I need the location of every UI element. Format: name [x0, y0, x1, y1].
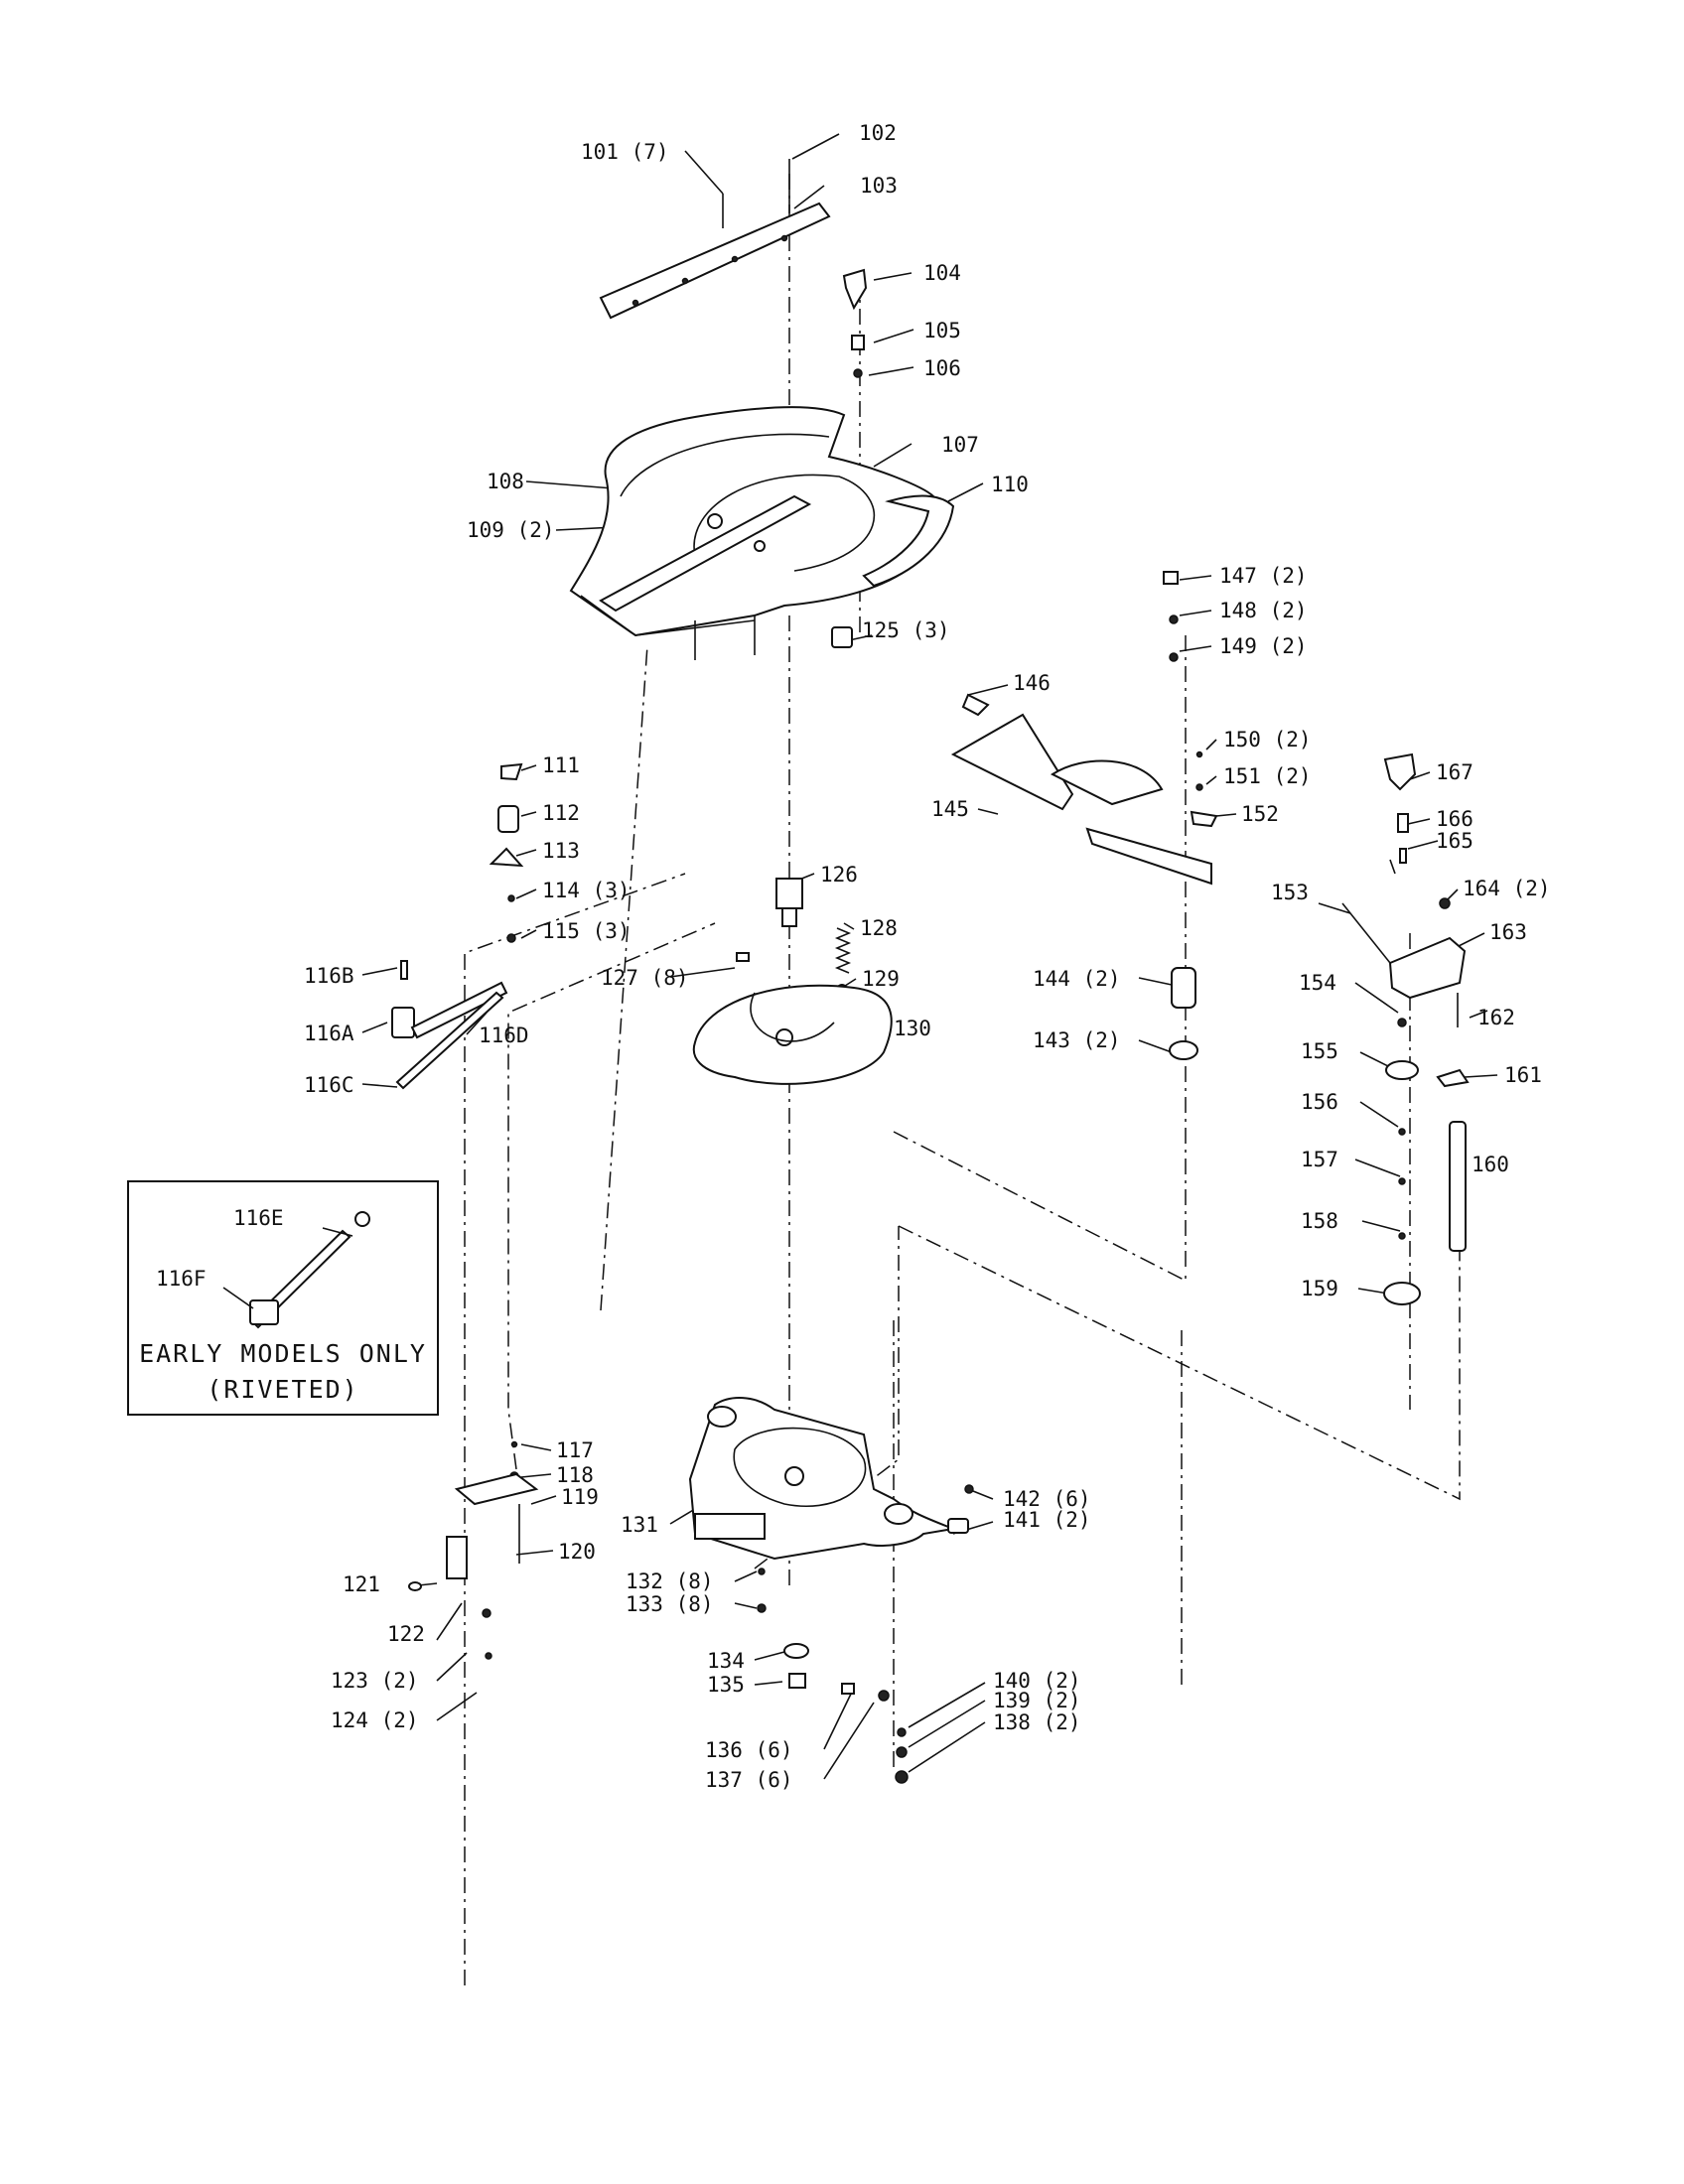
callout-107: 107 — [941, 433, 979, 457]
callout-130: 130 — [894, 1017, 931, 1040]
part-153-167-lock-assembly — [1383, 752, 1470, 1305]
callout-111: 111 — [542, 753, 580, 777]
part-145-fence — [950, 693, 1212, 886]
callout-116c: 116C — [304, 1073, 354, 1097]
inset-early-models: EARLY MODELS ONLY (RIVETED) — [127, 1180, 439, 1416]
inset-caption-line2: (RIVETED) — [207, 1375, 358, 1404]
part-125-foot — [831, 626, 853, 648]
part-110-miter-scale — [862, 494, 955, 588]
part-108-table-top — [569, 406, 938, 660]
callout-142: 142 (6) — [1003, 1487, 1091, 1511]
callout-131: 131 — [621, 1513, 658, 1537]
callout-145: 145 — [931, 797, 969, 821]
callout-121: 121 — [343, 1572, 380, 1596]
callout-104: 104 — [923, 261, 961, 285]
callout-118: 118 — [556, 1463, 594, 1487]
callout-147: 147 (2) — [1219, 564, 1308, 588]
callout-144: 144 (2) — [1033, 967, 1121, 991]
callout-149: 149 (2) — [1219, 634, 1308, 658]
callout-120: 120 — [558, 1540, 596, 1564]
callout-137: 137 (6) — [705, 1768, 793, 1792]
part-117-124-hardware — [408, 1440, 539, 1660]
part-104-106-knob-stack — [842, 268, 868, 378]
part-143-144-bushings — [1169, 967, 1198, 1060]
callout-110: 110 — [991, 473, 1029, 496]
callout-153: 153 — [1271, 881, 1309, 904]
inset-caption-line1: EARLY MODELS ONLY — [139, 1339, 427, 1368]
callout-139: 139 (2) — [993, 1689, 1081, 1712]
callout-167: 167 — [1436, 760, 1474, 784]
callout-117: 117 — [556, 1438, 594, 1462]
callout-143: 143 (2) — [1033, 1028, 1121, 1052]
callout-129: 129 — [862, 967, 900, 991]
callout-154: 154 — [1299, 971, 1336, 995]
callout-138: 138 (2) — [993, 1710, 1081, 1734]
callout-157: 157 — [1301, 1148, 1338, 1171]
callout-128: 128 — [860, 916, 898, 940]
callout-166: 166 — [1436, 807, 1474, 831]
callout-105: 105 — [923, 319, 961, 342]
callout-148: 148 (2) — [1219, 599, 1308, 622]
callout-103: 103 — [860, 174, 898, 198]
callout-115: 115 (3) — [542, 919, 631, 943]
callout-112: 112 — [542, 801, 580, 825]
callout-114: 114 (3) — [542, 879, 631, 902]
leader-lines — [361, 133, 1498, 1780]
callout-163: 163 — [1489, 920, 1527, 944]
callout-141: 141 (2) — [1003, 1508, 1091, 1532]
part-111-115-stack — [489, 762, 524, 943]
callout-123: 123 (2) — [331, 1669, 419, 1693]
part-130-detent-plate — [692, 952, 893, 1085]
callout-113: 113 — [542, 839, 580, 863]
callout-151: 151 (2) — [1223, 764, 1312, 788]
part-126-pivot — [775, 878, 803, 927]
part-103-fence-plate — [599, 159, 831, 320]
callout-158: 158 — [1301, 1209, 1338, 1233]
part-147-152-screws — [1163, 571, 1218, 828]
callout-133: 133 (8) — [626, 1592, 714, 1616]
callout-127: 127 (8) — [601, 966, 689, 990]
callout-155: 155 — [1301, 1039, 1338, 1063]
callout-106: 106 — [923, 356, 961, 380]
callout-124: 124 (2) — [331, 1708, 419, 1732]
callout-122: 122 — [387, 1622, 425, 1646]
callout-108: 108 — [487, 470, 524, 493]
callout-labels: 101 (7) 102 103 104 105 106 107 108 109 … — [156, 121, 1551, 1792]
callout-101: 101 (7) — [581, 140, 669, 164]
callout-159: 159 — [1301, 1277, 1338, 1300]
callout-109: 109 (2) — [467, 518, 555, 542]
callout-164: 164 (2) — [1463, 877, 1551, 900]
callout-160: 160 — [1472, 1153, 1509, 1176]
callout-116b: 116B — [304, 964, 354, 988]
callout-126: 126 — [820, 863, 858, 887]
callout-125: 125 (3) — [862, 618, 950, 642]
callout-152: 152 — [1241, 802, 1279, 826]
callout-156: 156 — [1301, 1090, 1338, 1114]
callout-119: 119 — [561, 1485, 599, 1509]
callout-116f: 116F — [156, 1267, 207, 1291]
callout-165: 165 — [1436, 829, 1474, 853]
callout-136: 136 (6) — [705, 1738, 793, 1762]
callout-134: 134 — [707, 1649, 745, 1673]
callout-132: 132 (8) — [626, 1570, 714, 1593]
callout-161: 161 — [1504, 1063, 1542, 1087]
callout-116e: 116E — [233, 1206, 284, 1230]
part-116-detent-arm — [391, 960, 508, 1090]
callout-102: 102 — [859, 121, 897, 145]
callout-140: 140 (2) — [993, 1669, 1081, 1693]
callout-150: 150 (2) — [1223, 728, 1312, 751]
part-131-base — [688, 1397, 974, 1561]
callout-146: 146 — [1013, 671, 1051, 695]
callout-116a: 116A — [304, 1022, 354, 1045]
callout-116d: 116D — [479, 1024, 529, 1047]
callout-162: 162 — [1477, 1006, 1515, 1029]
part-132-140-hardware — [757, 1568, 909, 1784]
callout-135: 135 — [707, 1673, 745, 1697]
